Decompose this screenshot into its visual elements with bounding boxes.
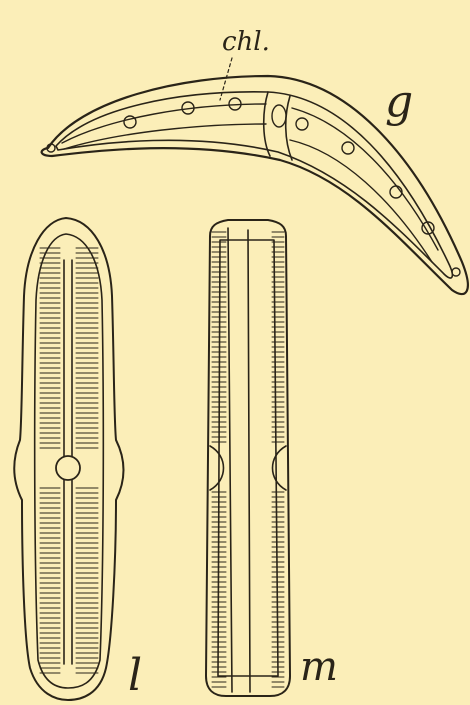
left-notch [210,446,224,490]
label-l: l [128,650,142,701]
valve-inner-outline [35,234,104,688]
label-m: m [300,644,338,690]
pyrenoid [342,142,354,154]
central-nodule [56,456,80,480]
central-nucleus [272,105,286,127]
right-notch [273,446,287,490]
chloroplast-band-right [292,108,438,250]
valve-striae [40,248,98,673]
label-g: g [385,76,413,127]
pyrenoid [452,268,460,276]
figure-l-diatom-valve: l [14,218,142,701]
valve-outer-outline [14,218,123,700]
girdle-band-line-1 [228,228,232,692]
pyrenoid [390,186,402,198]
girdle-band-line-2 [248,230,250,692]
chloroplast-band-right-lower [290,140,432,262]
central-division-2 [286,96,292,160]
pyrenoid [124,116,136,128]
pyrenoid [296,118,308,130]
figure-g-crescent-cell: chl. g [42,27,468,294]
figure-m-diatom-girdle: m [206,220,338,696]
label-chl: chl. [222,27,270,57]
